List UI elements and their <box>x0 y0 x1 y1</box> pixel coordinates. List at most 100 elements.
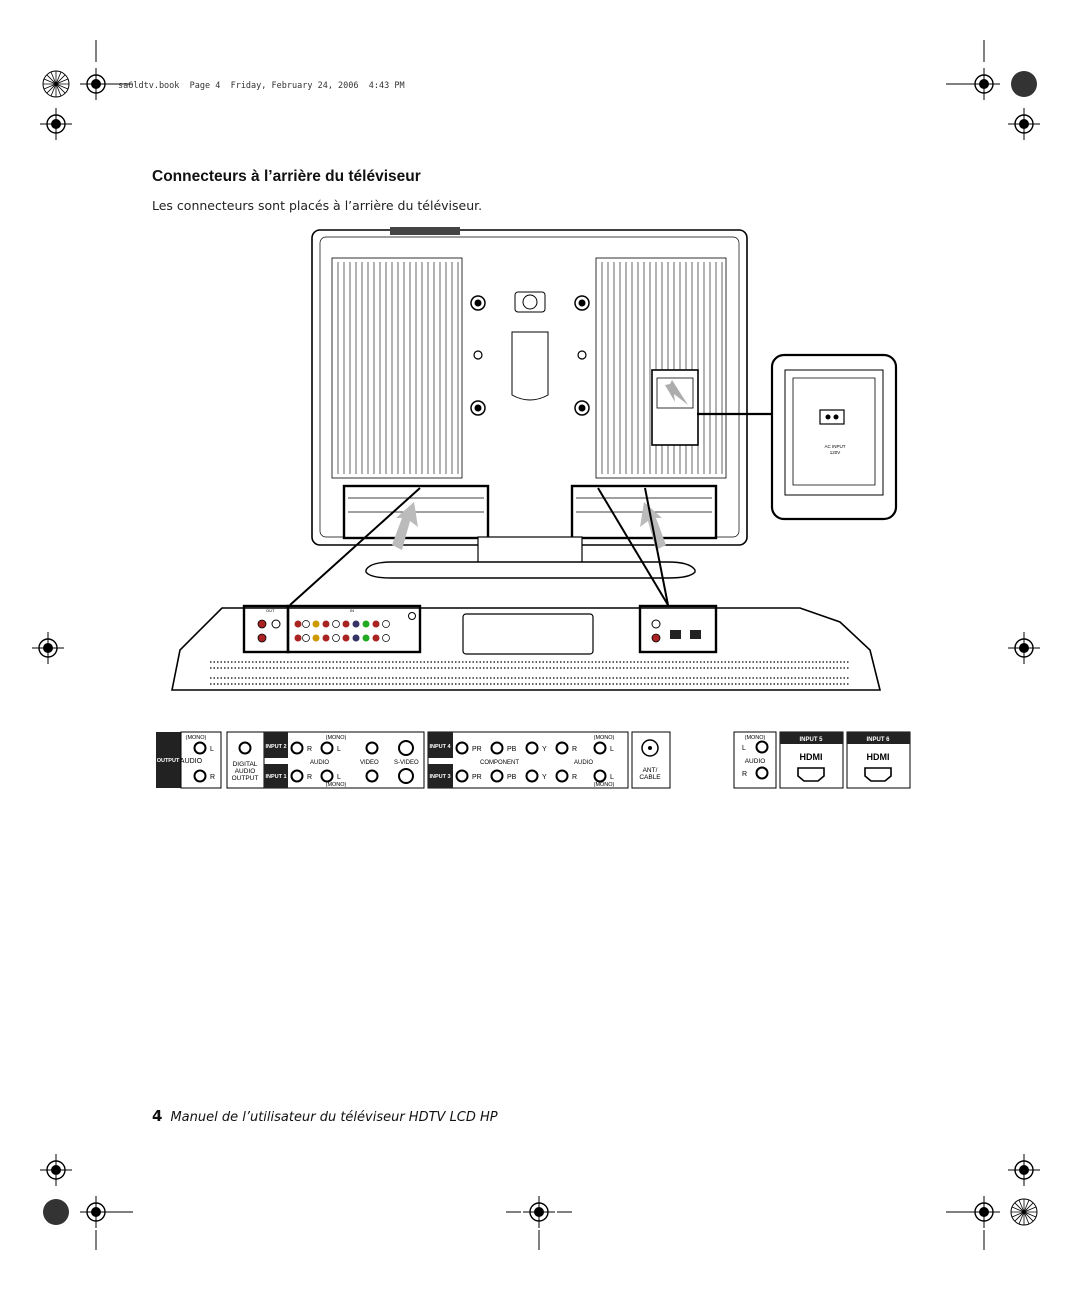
registration-target-icon <box>79 1195 113 1229</box>
jack-icon <box>490 769 504 783</box>
l-label: L <box>210 746 214 753</box>
registration-target-icon <box>39 1153 73 1187</box>
l-label: L <box>610 774 614 781</box>
print-header: sa6ldtv.book Page 4 Friday, February 24,… <box>118 81 405 91</box>
pb-label: PB <box>507 774 517 781</box>
bottom-connector-strip <box>171 607 882 691</box>
jack-icon <box>455 741 469 755</box>
pb-label: PB <box>507 746 517 753</box>
hdmi-port-icon <box>864 767 892 782</box>
ant-line1: ANT/ <box>643 767 658 774</box>
arrow-up-icon <box>392 502 418 550</box>
r-label: R <box>307 746 312 753</box>
jack-icon <box>290 741 304 755</box>
l-label: L <box>337 746 341 753</box>
manual-title: Manuel de l’utilisateur du téléviseur HD… <box>170 1110 498 1125</box>
digital-line1: DIGITAL <box>233 761 258 768</box>
jack-icon <box>525 741 539 755</box>
pr-label: PR <box>472 746 482 753</box>
jack-icon <box>755 740 769 754</box>
jack-icon <box>593 769 607 783</box>
input3-label: INPUT 3 <box>429 774 450 780</box>
jack-icon <box>193 769 207 783</box>
jack-icon <box>555 769 569 783</box>
mono-label: (MONO) <box>326 782 347 788</box>
digital-line3: OUTPUT <box>232 775 259 782</box>
jack-icon <box>365 769 379 783</box>
jack-icon <box>555 741 569 755</box>
strip-out-label: OUT <box>266 608 275 613</box>
pointer-line <box>597 487 669 606</box>
jack-icon <box>593 741 607 755</box>
svideo-jack-icon <box>398 768 414 784</box>
input4-label: INPUT 4 <box>429 744 451 750</box>
audio-label: AUDIO <box>180 758 203 765</box>
jack-icon <box>365 741 379 755</box>
jack-icon <box>320 769 334 783</box>
power-recess <box>651 369 699 446</box>
highlight-box-inputs <box>286 604 422 654</box>
ac-voltage-label: 120V <box>830 450 841 455</box>
highlight-box-hdmi <box>638 604 718 654</box>
audio-label: AUDIO <box>310 760 329 766</box>
mono-label: (MONO) <box>186 735 207 741</box>
strip-jacks <box>257 612 701 643</box>
intro-paragraph: Les connecteurs sont placés à l’arrière … <box>152 198 483 213</box>
digital-line2: AUDIO <box>235 768 256 775</box>
connector-panels: OUTPUT (MONO) AUDIO L R DIGITAL AUDIO OU… <box>156 731 911 789</box>
r-label: R <box>572 774 577 781</box>
r-label: R <box>742 771 747 778</box>
mono-label: (MONO) <box>594 782 615 788</box>
pointer-line <box>289 487 421 606</box>
registration-target-icon <box>967 1195 1001 1229</box>
hp-logo <box>514 291 546 313</box>
stand-base <box>365 561 696 579</box>
page-number: 4 <box>152 1107 163 1125</box>
l-label: L <box>610 746 614 753</box>
registration-target-icon <box>1007 1153 1041 1187</box>
input1-label: INPUT 1 <box>265 774 286 780</box>
top-button-strip <box>390 227 460 235</box>
mono-label: (MONO) <box>594 735 615 741</box>
r-label: R <box>307 774 312 781</box>
star-target-icon <box>1010 1198 1038 1226</box>
y-label: Y <box>542 774 547 781</box>
component-label: COMPONENT <box>480 760 519 766</box>
audio-label: AUDIO <box>574 760 593 766</box>
r-label: R <box>572 746 577 753</box>
strip-vent-lines <box>210 661 850 685</box>
output-block <box>156 732 181 788</box>
pr-label: PR <box>472 774 482 781</box>
svideo-label: S-VIDEO <box>394 760 419 766</box>
jack-icon <box>525 769 539 783</box>
mono-label: (MONO) <box>326 735 347 741</box>
jack-icon <box>755 766 769 780</box>
ant-line2: CABLE <box>639 774 661 781</box>
ac-input-label: AC INPUT <box>824 444 845 449</box>
mount-screws <box>470 295 590 416</box>
jack-icon <box>320 741 334 755</box>
strip-in-label: IN <box>350 608 354 613</box>
r-label: R <box>210 774 215 781</box>
l-label: L <box>742 745 746 752</box>
jack-icon <box>490 741 504 755</box>
audio-label: AUDIO <box>745 758 766 765</box>
mono-label: (MONO) <box>745 735 766 741</box>
jack-icon <box>238 741 252 755</box>
tv-rear-diagram: AC INPUT 120V OUT IN <box>171 227 898 691</box>
input2-label: INPUT 2 <box>265 744 286 750</box>
output-label: OUTPUT <box>157 758 180 764</box>
section-title: Connecteurs à l’arrière du téléviseur <box>152 168 421 185</box>
hdmi-logo: HDMI <box>800 752 823 762</box>
gray-target-icon <box>43 1199 69 1225</box>
y-label: Y <box>542 746 547 753</box>
vent-lines <box>337 262 723 474</box>
page-footer: 4 Manuel de l’utilisateur du téléviseur H… <box>152 1107 498 1125</box>
video-label: VIDEO <box>360 760 379 766</box>
hdmi-port-icon <box>797 767 825 782</box>
input6-label: INPUT 6 <box>866 737 890 743</box>
l-label: L <box>337 774 341 781</box>
hdmi-logo: HDMI <box>867 752 890 762</box>
center-plate <box>511 331 549 401</box>
